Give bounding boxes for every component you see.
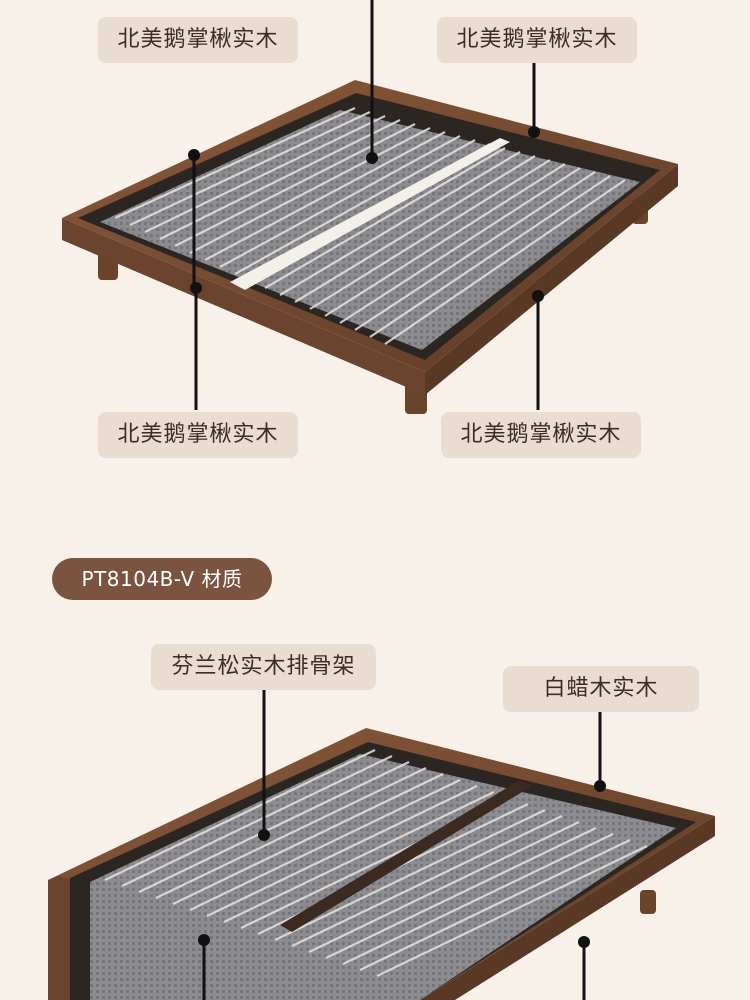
frame-material-label: 白蜡木实木	[503, 666, 699, 712]
material-label-bottom-left: 北美鹅掌楸实木	[98, 412, 298, 458]
slats-top	[100, 110, 640, 350]
bed-frame-image-top	[62, 0, 678, 414]
slat-material-label: 芬兰松实木排骨架	[151, 644, 376, 690]
material-label-top-left: 北美鹅掌楸实木	[98, 17, 298, 63]
material-label-bottom-right: 北美鹅掌楸实木	[441, 412, 641, 458]
material-label-top-right: 北美鹅掌楸实木	[437, 17, 637, 63]
model-badge: PT8104B-V 材质	[52, 558, 272, 600]
bed-frame-image-bottom	[0, 600, 750, 1000]
